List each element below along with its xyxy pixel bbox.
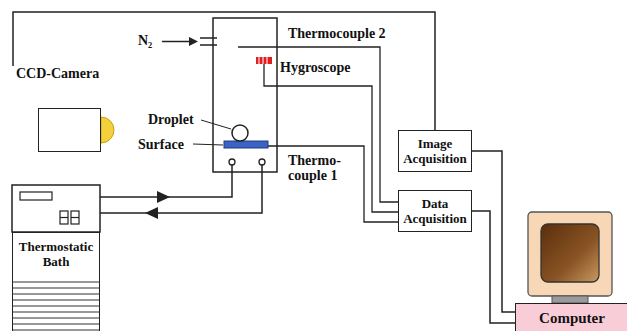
camera-label: CCD-Camera <box>10 66 101 82</box>
process-box: Data Acquisition <box>398 190 472 232</box>
bath-grille <box>13 282 99 330</box>
hygroscope-sensor <box>256 57 272 64</box>
port <box>229 159 235 165</box>
hygroscope-wire <box>264 64 399 212</box>
thermocouple-wire <box>268 146 399 222</box>
part-label: N₂ <box>138 33 152 48</box>
camera-body <box>38 108 101 152</box>
monitor-frame <box>528 212 612 296</box>
part-label: Droplet <box>148 112 194 127</box>
signal-line <box>472 151 515 312</box>
part-label: Thermocouple 2 <box>288 26 386 41</box>
bath-control-unit <box>12 185 100 232</box>
droplet <box>232 125 248 141</box>
camera-lens <box>101 117 114 143</box>
sensor-stripe <box>267 57 268 64</box>
box-label: Data Acquisition <box>403 196 467 226</box>
box-label: Computer <box>520 310 624 327</box>
gas-flow-arrow <box>162 41 190 43</box>
sensor-stripe <box>263 57 264 64</box>
port <box>259 159 265 165</box>
camera-node: CCD-Camera <box>10 66 101 152</box>
gas-flow-arrowhead <box>189 37 198 46</box>
sensor-stripe <box>259 57 260 64</box>
leader-line <box>201 120 231 129</box>
digit-symbol <box>71 217 79 218</box>
leader-line <box>193 144 223 145</box>
process-box: Image Acquisition <box>398 130 472 172</box>
box-label: Image Acquisition <box>403 136 467 166</box>
signal-line <box>472 211 515 323</box>
supply-line <box>100 165 232 197</box>
gas-inlet-pipe <box>200 37 217 39</box>
bath-box: Thermostatic Bath <box>12 232 100 331</box>
digit-symbol <box>71 211 79 224</box>
surface-plate <box>224 141 268 148</box>
part-label: Surface <box>138 137 184 152</box>
bath-display <box>20 192 52 200</box>
flow-arrowhead <box>145 207 158 219</box>
monitor-screen <box>541 224 599 282</box>
return-line <box>100 165 262 213</box>
flow-arrowhead <box>157 191 170 203</box>
computer-box: Computer <box>515 303 627 331</box>
digit-symbol <box>60 211 68 224</box>
monitor-stand <box>552 296 588 303</box>
gas-inlet-pipe <box>200 44 217 46</box>
part-label: Thermo- couple 1 <box>288 153 354 183</box>
chamber <box>213 18 277 172</box>
part-label: Hygroscope <box>280 60 351 75</box>
digit-symbol <box>60 217 68 218</box>
box-label: Thermostatic Bath <box>17 239 95 269</box>
